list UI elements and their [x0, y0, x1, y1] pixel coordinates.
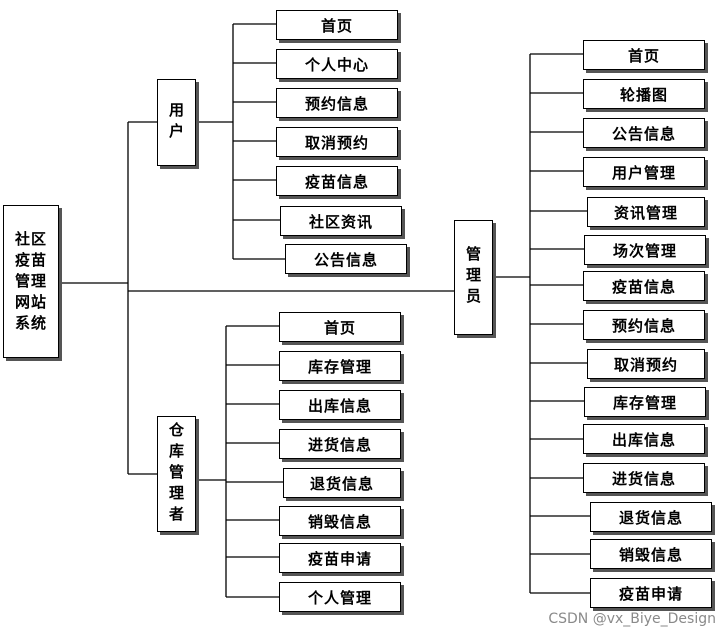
warehouse-item-purchase: 进货信息	[279, 429, 401, 459]
admin-item-destruction: 销毁信息	[590, 539, 712, 569]
admin-item-home: 首页	[583, 40, 705, 70]
warehouse-item-destruction: 销毁信息	[279, 506, 401, 536]
admin-item-user-mgmt: 用户管理	[583, 157, 705, 187]
admin-item-vaccine-request: 疫苗申请	[590, 578, 712, 608]
admin-item-carousel: 轮播图	[583, 79, 705, 109]
root-node: 社区疫苗管理网站系统	[3, 205, 59, 358]
watermark: CSDN @vx_Biye_Design	[548, 611, 716, 627]
warehouse-item-personal-mgmt: 个人管理	[279, 582, 401, 612]
user-node: 用户	[157, 79, 196, 166]
admin-item-news-mgmt: 资讯管理	[587, 197, 705, 227]
user-item-announcements: 公告信息	[285, 244, 407, 274]
admin-item-purchase: 进货信息	[583, 463, 705, 493]
user-item-vaccine-info: 疫苗信息	[276, 166, 398, 196]
user-item-personal-center: 个人中心	[276, 49, 398, 79]
admin-item-vaccine-info: 疫苗信息	[583, 271, 705, 301]
warehouse-item-inventory: 库存管理	[279, 351, 401, 381]
user-item-appointment-info: 预约信息	[276, 88, 398, 118]
admin-item-session-mgmt: 场次管理	[584, 235, 706, 265]
warehouse-item-vaccine-request: 疫苗申请	[279, 543, 401, 573]
admin-item-appointment-info: 预约信息	[583, 310, 705, 340]
warehouse-item-returns: 退货信息	[283, 468, 401, 498]
warehouse-item-outbound: 出库信息	[279, 390, 401, 420]
warehouse-manager-node: 仓库管理者	[157, 416, 196, 532]
warehouse-item-home: 首页	[279, 312, 401, 342]
admin-item-inventory: 库存管理	[584, 387, 706, 417]
admin-item-announcements: 公告信息	[583, 118, 705, 148]
user-item-community-news: 社区资讯	[280, 206, 402, 236]
admin-item-cancel-appointment: 取消预约	[587, 349, 705, 379]
admin-item-outbound: 出库信息	[583, 424, 705, 454]
user-item-cancel-appointment: 取消预约	[276, 127, 398, 157]
user-item-home: 首页	[276, 10, 398, 40]
admin-node: 管理员	[454, 220, 493, 335]
admin-item-returns: 退货信息	[590, 502, 712, 532]
